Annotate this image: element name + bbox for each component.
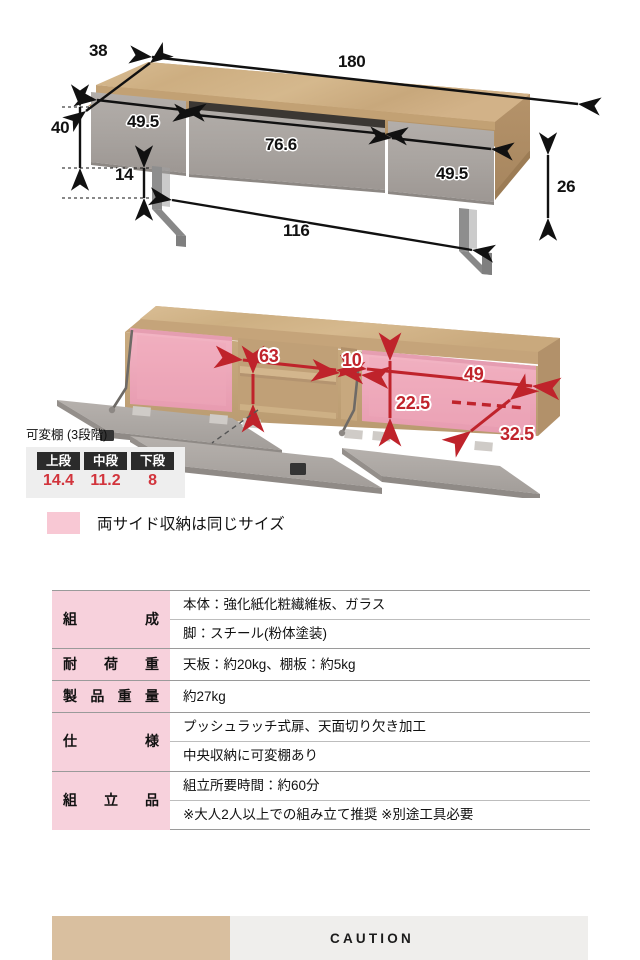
dim-leg-span: 116 xyxy=(283,221,310,240)
spec-value-assembly-note: ※大人2人以上での組み立て推奨 ※別途工具必要 xyxy=(170,799,590,831)
spec-value-composition-legs: 脚：スチール(粉体塗装) xyxy=(170,619,590,649)
spec-row-assembly-2: ※大人2人以上での組み立て推奨 ※別途工具必要 xyxy=(52,799,590,831)
spec-value-composition-body: 本体：強化紙化粧繊維板、ガラス xyxy=(170,589,590,620)
shelf-header-row: 上段 中段 下段 xyxy=(37,452,175,471)
shelf-leader-line xyxy=(211,409,259,444)
cabinet-leg-left xyxy=(152,166,186,247)
caution-banner: CAUTION xyxy=(52,916,588,960)
pink-legend: 両サイド収納は同じサイズ xyxy=(47,512,285,534)
dimline-left-door xyxy=(73,88,207,122)
specification-table: 組 成 本体：強化紙化粧繊維板、ガラス 脚：スチール(粉体塗装) 耐 荷 重 天… xyxy=(52,589,590,831)
spec-row-features-1: 仕 様 プッシュラッチ式扉、天面切り欠き加工 xyxy=(52,712,590,772)
spec-value-loadcapacity: 天板：約20kg、棚板：約5kg xyxy=(170,648,590,681)
spec-label-loadcapacity: 耐 荷 重 xyxy=(52,648,170,681)
shelf-header-lower: 下段 xyxy=(131,452,175,471)
spec-row-loadcapacity: 耐 荷 重 天板：約20kg、棚板：約5kg xyxy=(52,648,590,681)
shelf-caption: 可変棚 (3段階) xyxy=(26,428,108,442)
dim-side-depth: 32.5 xyxy=(500,424,534,444)
dim-total-width: 180 xyxy=(338,52,366,71)
adjustable-shelf-block: 可変棚 (3段階) 上段 中段 下段 14.4 11.2 8 xyxy=(26,424,186,503)
dimline-leg-span xyxy=(148,187,496,263)
dim-center-width: 63 xyxy=(259,346,279,366)
wood-swatch-image xyxy=(52,916,230,960)
spec-label-features: 仕 様 xyxy=(52,712,170,772)
dim-right-door: 49.5 xyxy=(436,164,468,183)
shelf-header-upper: 上段 xyxy=(37,452,81,471)
dim-body-height: 26 xyxy=(557,177,576,196)
dim-leg-height: 14 xyxy=(115,165,134,184)
spec-value-weight: 約27kg xyxy=(170,680,590,713)
cabinet-leg-right xyxy=(459,208,492,275)
dim-total-height: 40 xyxy=(51,118,70,137)
dimline-center-door xyxy=(172,103,409,146)
spec-row-features-2: 中央収納に可変棚あり xyxy=(52,741,590,772)
exterior-dimension-diagram: 38 180 40 49.5 76.6 49.5 14 26 116 xyxy=(0,0,640,285)
dim-side-width: 49 xyxy=(464,364,484,384)
spec-row-composition-2: 脚：スチール(粉体塗装) xyxy=(52,619,590,649)
spec-label-weight: 製品重量 xyxy=(52,680,170,713)
dimline-center-gap xyxy=(310,358,391,390)
dimline-right-door xyxy=(368,126,515,161)
dim-depth: 38 xyxy=(89,41,108,60)
shelf-value-upper: 14.4 xyxy=(42,472,75,490)
spec-label-assembly: 組 立 品 xyxy=(52,770,170,830)
dim-center-gap: 10 xyxy=(342,350,362,370)
dim-side-height: 22.5 xyxy=(396,393,430,413)
shelf-value-lower: 8 xyxy=(148,472,157,490)
dimline-side-width xyxy=(337,354,562,401)
shelf-header-middle: 中段 xyxy=(84,452,128,471)
shelf-value-middle: 11.2 xyxy=(90,472,121,490)
dimline-depth xyxy=(62,42,174,132)
dimline-center-width xyxy=(213,345,366,385)
spec-value-features-shelf: 中央収納に可変棚あり xyxy=(170,741,590,772)
spec-value-assembly-time: 組立所要時間：約60分 xyxy=(170,770,590,801)
spec-label-composition: 組 成 xyxy=(52,589,170,649)
dim-left-door: 49.5 xyxy=(127,112,159,131)
legend-swatch xyxy=(47,512,80,534)
dim-center-door: 76.6 xyxy=(265,135,297,154)
shelf-value-row: 14.4 11.2 8 xyxy=(37,470,174,491)
spec-value-features-door: プッシュラッチ式扉、天面切り欠き加工 xyxy=(170,712,590,742)
spec-row-composition-1: 組 成 本体：強化紙化粧繊維板、ガラス xyxy=(52,589,590,649)
spec-row-weight: 製品重量 約27kg xyxy=(52,680,590,713)
legend-label: 両サイド収納は同じサイズ xyxy=(97,516,285,533)
shelf-table: 上段 中段 下段 14.4 11.2 8 xyxy=(26,447,186,498)
spec-row-assembly-1: 組 立 品 組立所要時間：約60分 xyxy=(52,770,590,830)
caution-title: CAUTION xyxy=(330,930,414,946)
